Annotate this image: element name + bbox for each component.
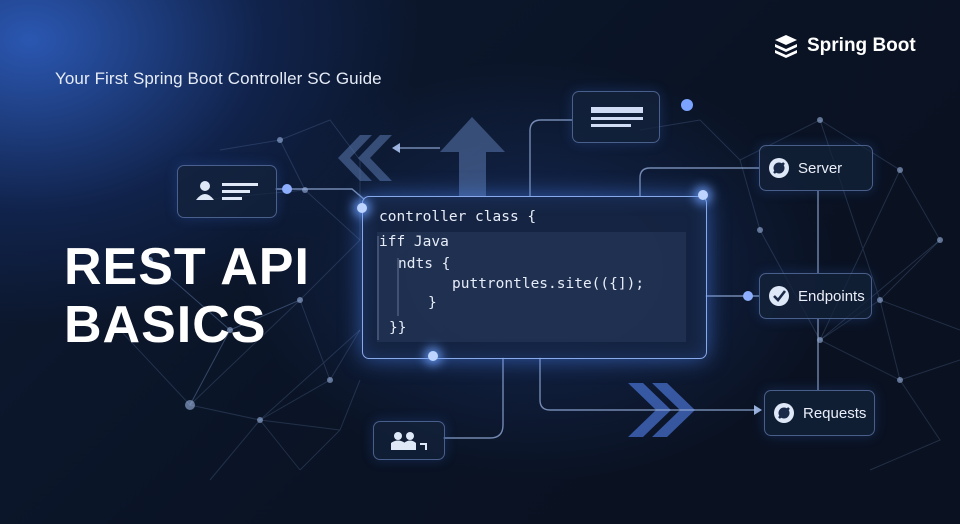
document-card: [572, 91, 660, 143]
connector-dots: [282, 184, 753, 301]
requests-node: Requests: [764, 390, 875, 436]
endpoints-label: Endpoints: [798, 287, 865, 305]
connector-lines: [275, 119, 819, 439]
check-icon: [769, 286, 789, 306]
team-users-icon: [391, 432, 427, 450]
code-line-5: }: [428, 295, 437, 311]
code-line-1: controller class {: [379, 209, 537, 225]
mesh-nodes: [147, 117, 943, 423]
code-line-3: ndts {: [398, 256, 451, 272]
brand-name: Spring Boot: [807, 35, 916, 56]
endpoints-node: Endpoints: [759, 273, 872, 319]
code-line-6: }}: [389, 320, 407, 336]
document-lines-icon: [591, 107, 643, 127]
server-label: Server: [798, 159, 843, 177]
no-entry-icon: [769, 158, 789, 178]
spring-boot-brand: Spring Boot: [773, 33, 916, 59]
user-profile-card: [177, 165, 277, 218]
double-chevron-left-shape: [338, 135, 392, 181]
title-line-2: BASICS: [64, 296, 267, 354]
team-card: [373, 421, 445, 460]
spring-boot-logo-icon: [775, 35, 797, 58]
glow-point-top-right: [698, 190, 708, 200]
code-panel: [362, 196, 707, 359]
code-line-4: puttrontles.site(({]);: [452, 276, 645, 292]
requests-label: Requests: [803, 404, 867, 422]
page-title: REST API BASICS: [64, 238, 310, 354]
connector-arrowheads: [392, 143, 762, 415]
code-block-background: [377, 232, 686, 342]
title-line-1: REST API: [64, 238, 310, 296]
right-network-mesh: [639, 119, 960, 471]
code-line-2: iff Java: [379, 234, 449, 250]
sparkle-dot: [681, 99, 693, 111]
glow-point-bottom: [428, 351, 438, 361]
glow-point-top-left: [357, 203, 367, 213]
server-node: Server: [759, 145, 873, 191]
user-profile-icon: [196, 181, 258, 200]
no-entry-icon: [774, 403, 794, 423]
up-arrow-shape: [440, 117, 505, 196]
guide-subtitle: Your First Spring Boot Controller SC Gui…: [55, 69, 382, 88]
